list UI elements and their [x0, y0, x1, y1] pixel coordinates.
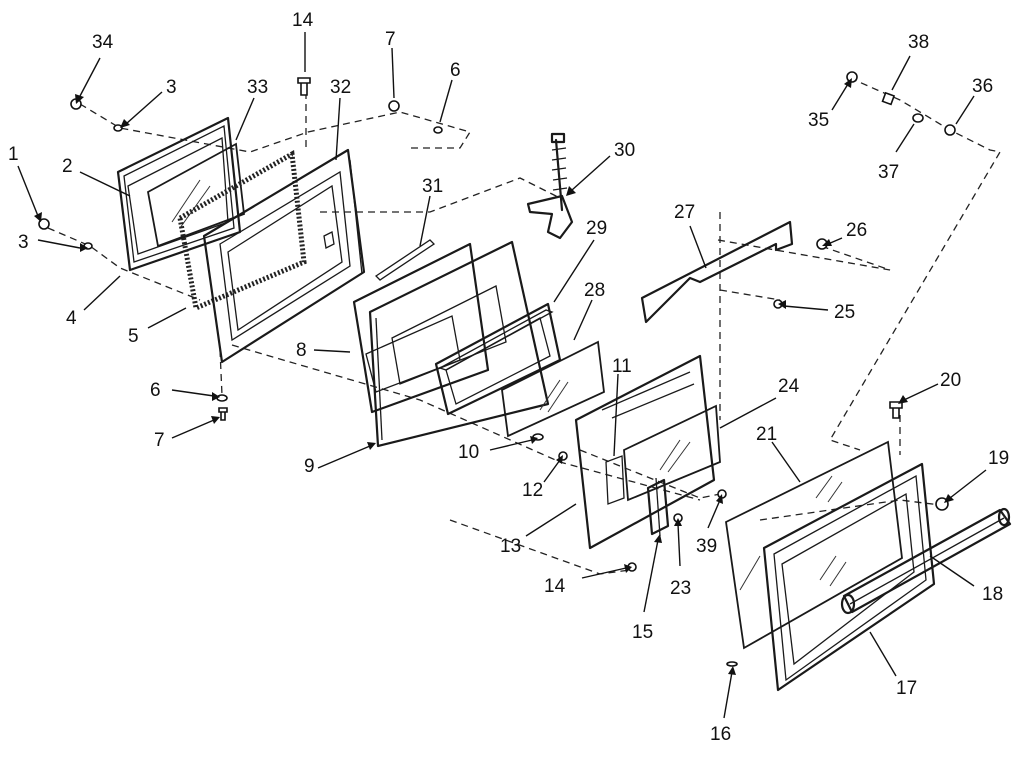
plate-part-13	[574, 354, 716, 550]
bracket-part-11	[605, 455, 625, 505]
panel-part-9	[368, 240, 550, 448]
callout-37: 37	[878, 162, 899, 183]
callout-labels: 34 3 33 14 32 7 6 30 38 36 35 37 1 2 31 …	[8, 10, 1009, 745]
callout-3-left: 3	[18, 232, 29, 253]
outer-frame-part-17	[762, 462, 936, 692]
callout-29: 29	[586, 218, 607, 239]
callout-2: 2	[62, 156, 73, 177]
callout-26: 26	[846, 220, 867, 241]
callout-6-top: 6	[450, 60, 461, 81]
callout-20: 20	[940, 370, 961, 391]
callout-16: 16	[710, 724, 731, 745]
callout-10: 10	[458, 442, 479, 463]
callout-30: 30	[614, 140, 635, 161]
callout-14-bottom: 14	[544, 576, 566, 597]
callout-33: 33	[247, 77, 268, 98]
callout-35: 35	[808, 110, 829, 131]
callout-6-left: 6	[150, 380, 161, 401]
callout-3-top: 3	[166, 77, 177, 98]
callout-31: 31	[422, 176, 443, 197]
callout-4: 4	[66, 308, 77, 329]
callout-27: 27	[674, 202, 695, 223]
callout-12: 12	[522, 480, 543, 501]
callout-24: 24	[778, 376, 800, 397]
callout-25: 25	[834, 302, 855, 323]
hinge-part-15	[646, 477, 670, 537]
callout-23: 23	[670, 578, 691, 599]
leader-lines	[17, 32, 987, 719]
callout-15: 15	[632, 622, 653, 643]
callout-7-top: 7	[385, 29, 396, 50]
rod-part-31	[374, 239, 436, 281]
callout-34: 34	[92, 32, 114, 53]
callout-39: 39	[696, 536, 717, 557]
callout-8: 8	[296, 340, 307, 361]
inner-frame-part-32	[202, 148, 366, 364]
callout-28: 28	[584, 280, 605, 301]
callout-18: 18	[982, 584, 1003, 605]
callout-13: 13	[500, 536, 521, 557]
handle-part-18	[840, 507, 1012, 615]
window-frame-part-29	[434, 302, 562, 416]
outer-glass-part-21	[725, 440, 903, 650]
callout-7-left: 7	[154, 430, 165, 451]
callout-11: 11	[612, 356, 632, 377]
callout-17: 17	[896, 678, 917, 699]
gasket-part-5	[177, 149, 307, 312]
callout-14-top: 14	[292, 10, 314, 31]
callout-36: 36	[972, 76, 993, 97]
callout-1: 1	[8, 144, 19, 165]
glass-part-24	[623, 404, 721, 502]
callout-32: 32	[330, 77, 351, 98]
latch-part-30	[526, 132, 574, 240]
callout-19: 19	[988, 448, 1009, 469]
glass-part-33	[146, 142, 245, 248]
callout-38: 38	[908, 32, 929, 53]
callout-21: 21	[756, 424, 777, 445]
callout-9: 9	[304, 456, 315, 477]
bracket-part-27	[640, 220, 794, 324]
glass-part-28	[501, 340, 605, 438]
callout-5: 5	[128, 326, 139, 347]
